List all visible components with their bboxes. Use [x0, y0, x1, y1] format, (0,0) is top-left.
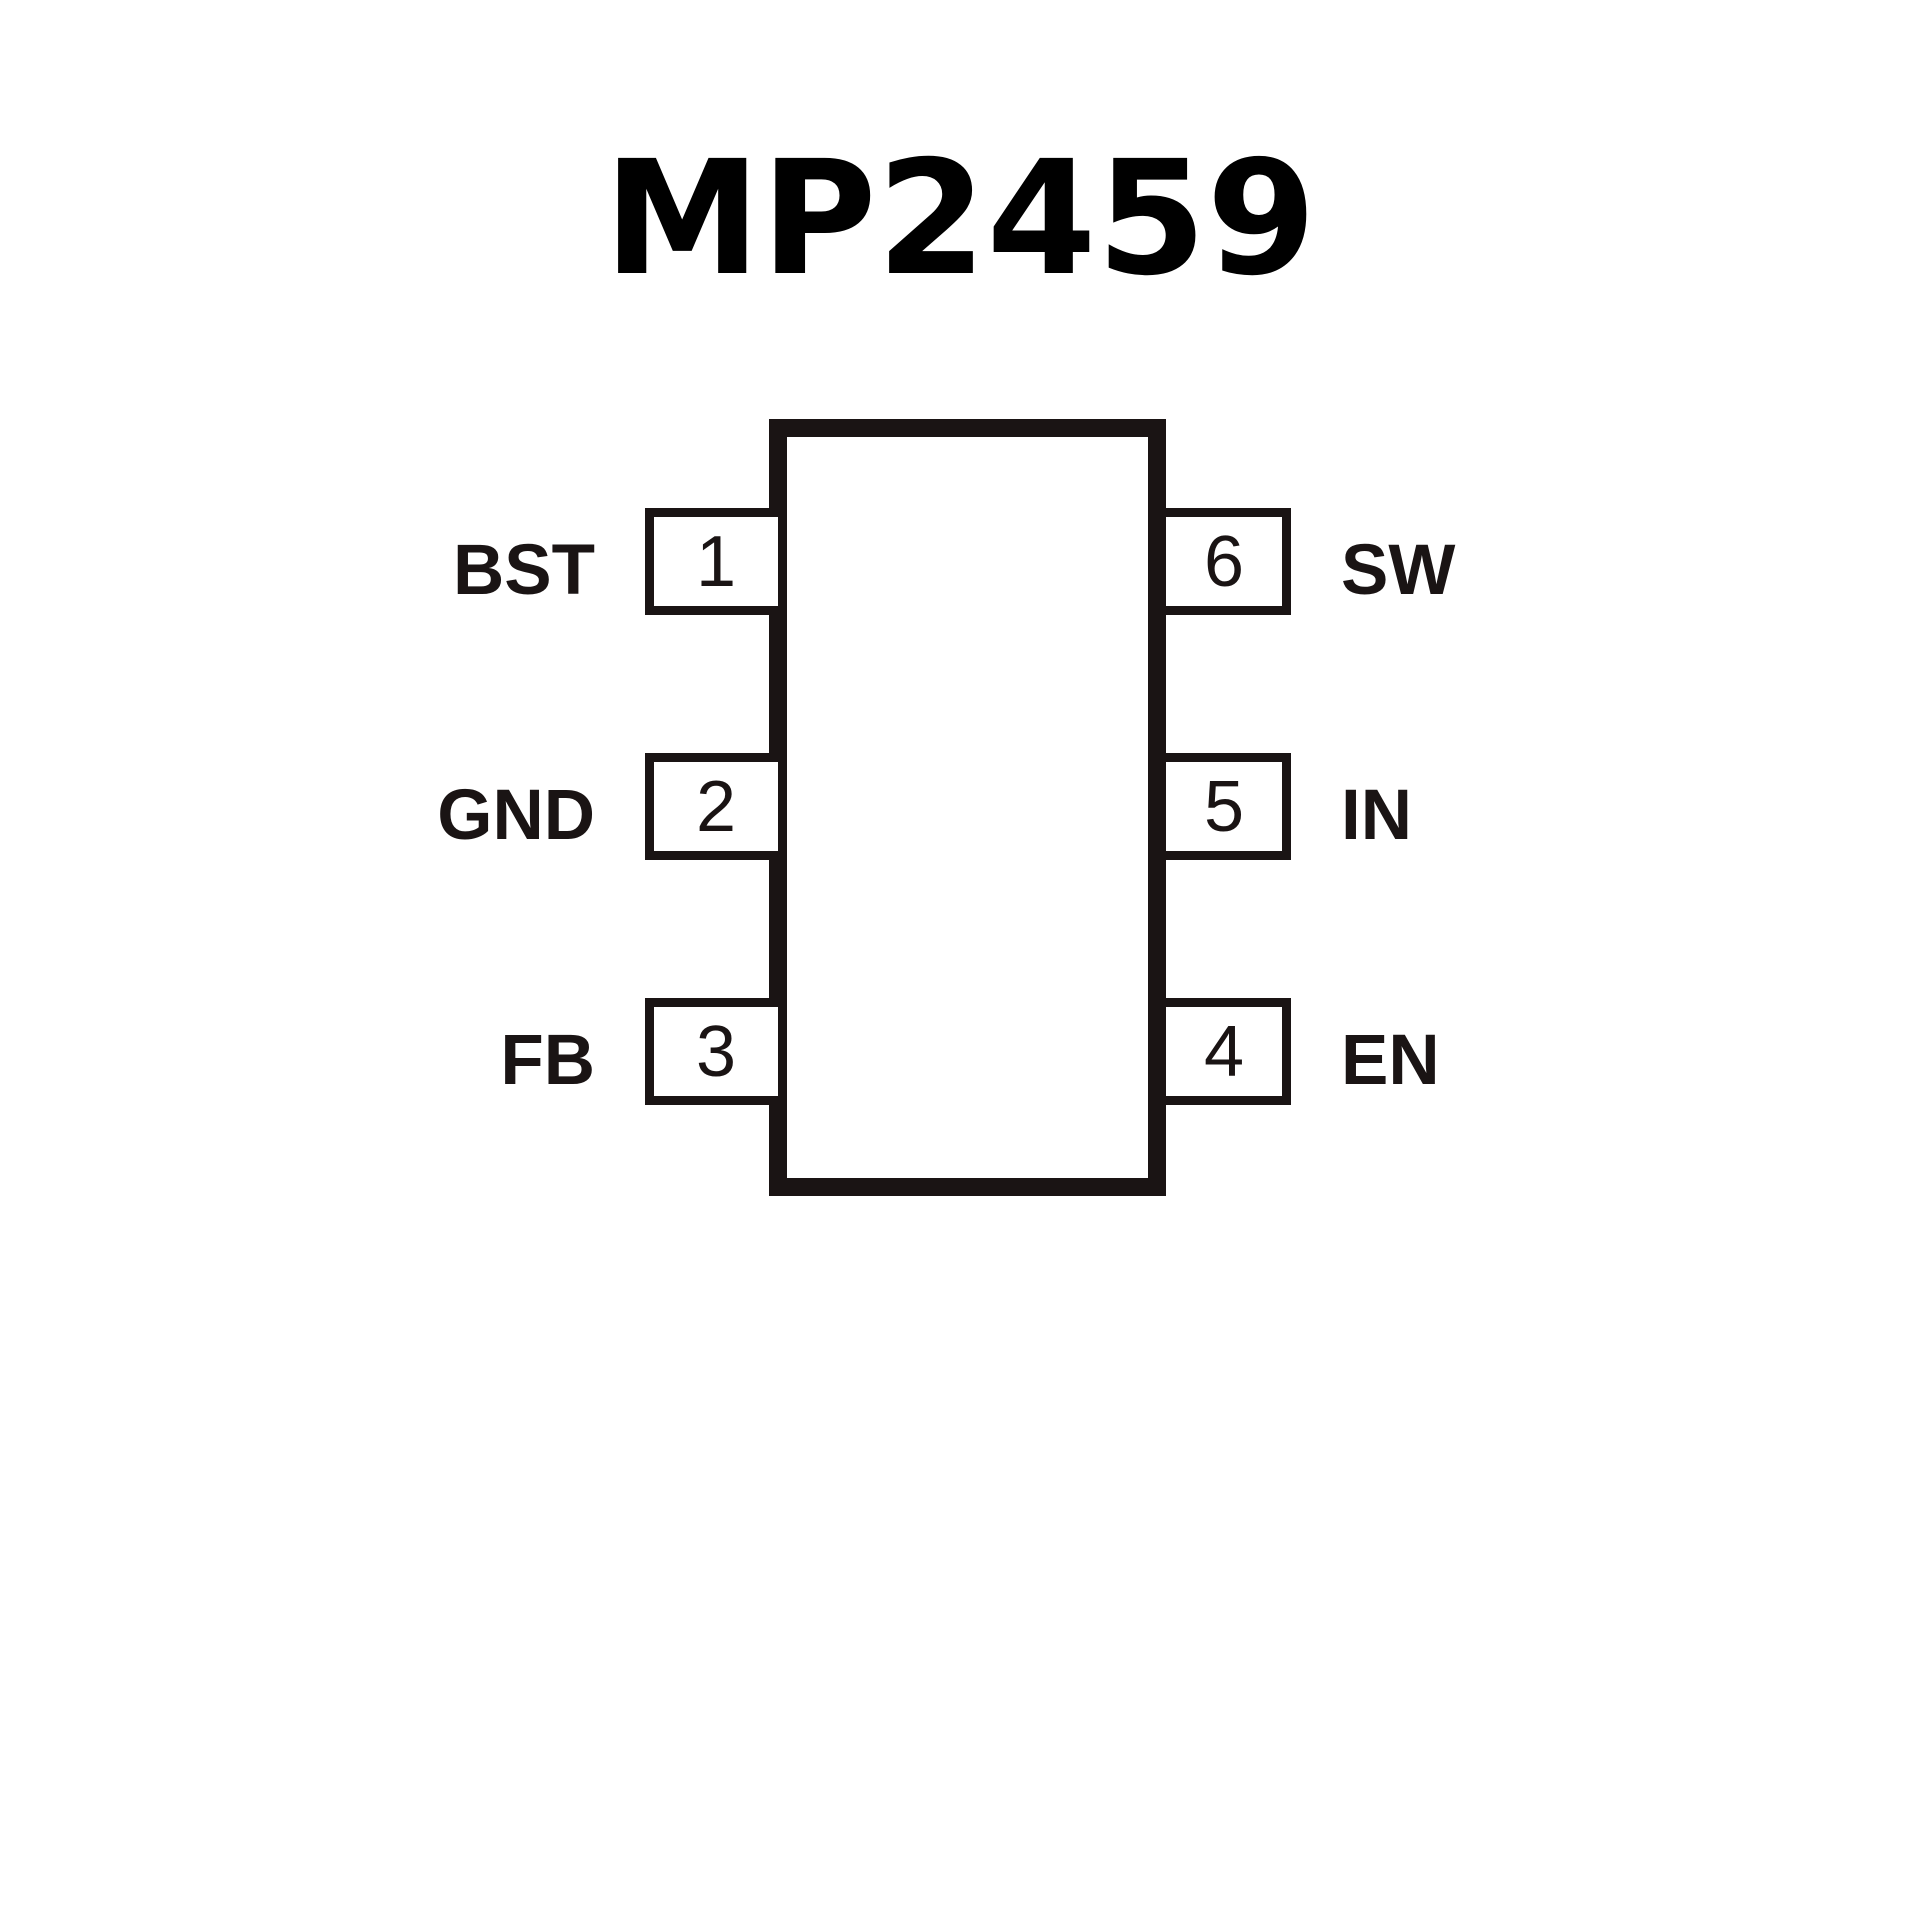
pin-3-label: FB	[500, 1021, 595, 1100]
chip-title: MP2459	[603, 127, 1317, 311]
pin-5-label: IN	[1341, 776, 1412, 855]
pin-6-box: 6	[1166, 508, 1291, 615]
pin-1-label: BST	[453, 531, 595, 610]
pin-6-label: SW	[1341, 531, 1456, 610]
chip-package-body	[769, 419, 1166, 1196]
pin-number: 1	[695, 521, 737, 602]
pin-number: 4	[1203, 1011, 1245, 1092]
pin-3-box: 3	[645, 998, 778, 1105]
pin-2-box: 2	[645, 753, 778, 860]
pin-4-box: 4	[1166, 998, 1291, 1105]
pin-number: 5	[1203, 766, 1245, 847]
pin-4-label: EN	[1341, 1021, 1440, 1100]
pin-1-box: 1	[645, 508, 778, 615]
pin-number: 2	[695, 766, 737, 847]
pin-number: 6	[1203, 521, 1245, 602]
pin-2-label: GND	[437, 776, 595, 855]
pin-5-box: 5	[1166, 753, 1291, 860]
pin-number: 3	[695, 1011, 737, 1092]
